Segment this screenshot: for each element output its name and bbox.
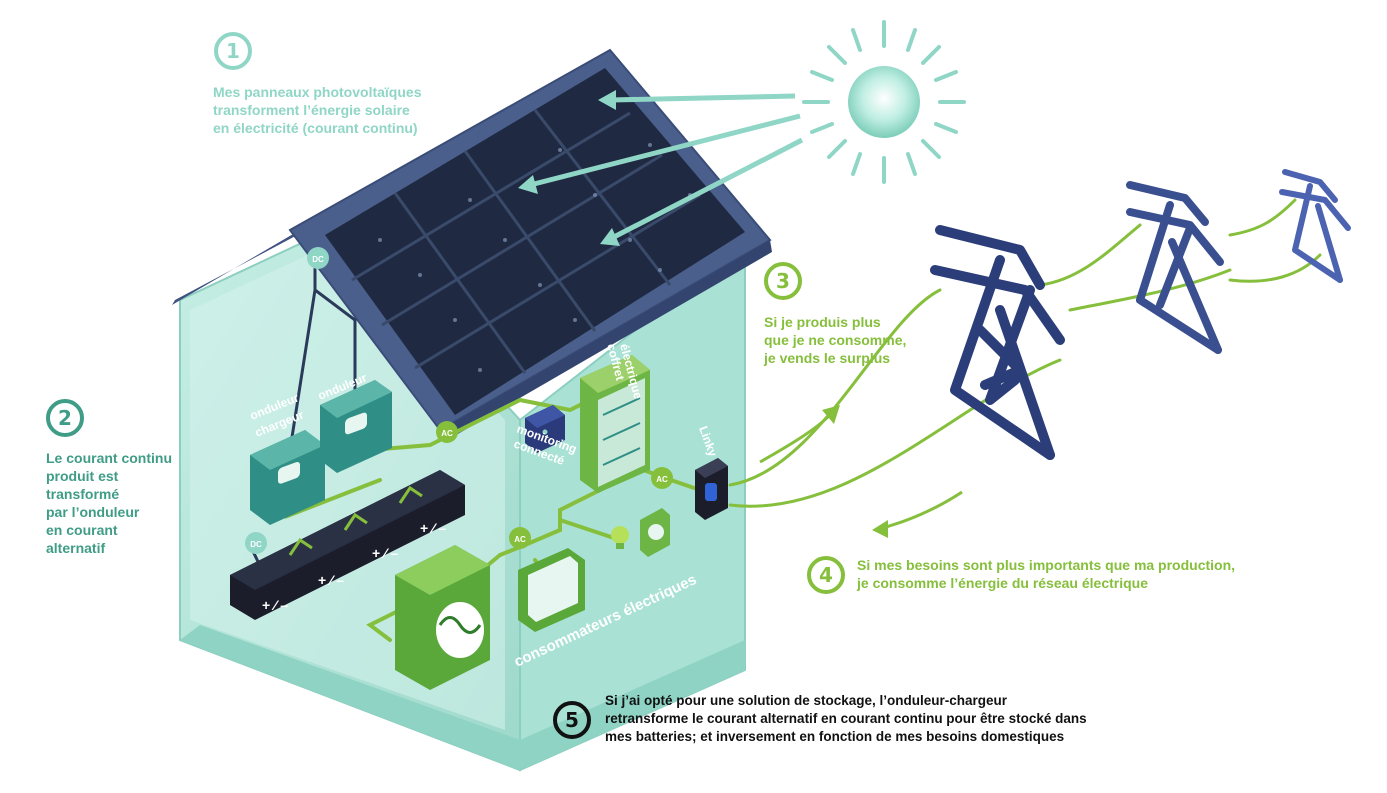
washing-machine — [395, 545, 490, 690]
step-2-text: Le courant continu produit est transform… — [46, 450, 172, 556]
power-pylon-near — [930, 225, 1065, 460]
step-5-badge: 5 — [553, 701, 591, 739]
light-bulb-icon — [611, 526, 629, 549]
svg-text:AC: AC — [514, 535, 526, 544]
ac-badge: AC — [509, 527, 531, 549]
battery-bank: + ⁄ – + ⁄ – + ⁄ – + ⁄ – — [230, 470, 465, 620]
step-2-badge: 2 — [46, 399, 84, 437]
step-4-text: Si mes besoins sont plus importants que … — [857, 557, 1236, 591]
svg-text:AC: AC — [656, 475, 668, 484]
step-3-badge: 3 — [764, 262, 802, 300]
grid-flow-arrows — [759, 405, 963, 538]
svg-text:DC: DC — [250, 540, 262, 549]
step-1-text: Mes panneaux photovoltaïques transformen… — [213, 84, 422, 136]
svg-text:DC: DC — [312, 255, 324, 264]
sun-icon — [802, 20, 966, 184]
monitoring-box — [525, 405, 565, 453]
svg-text:AC: AC — [441, 429, 453, 438]
step-1-badge: 1 — [214, 32, 252, 70]
svg-text:+ ⁄ –: + ⁄ – — [262, 597, 288, 613]
svg-text:+ ⁄ –: + ⁄ – — [318, 572, 344, 588]
television — [518, 548, 585, 632]
step-3-text: Si je produis plus que je ne consomme, j… — [764, 314, 907, 366]
step-5-text: Si j’ai opté pour une solution de stocka… — [605, 693, 1087, 744]
dc-badge: DC — [307, 247, 329, 269]
ac-badge: AC — [436, 421, 458, 443]
electrical-panel — [580, 355, 650, 493]
svg-text:+ ⁄ –: + ⁄ – — [372, 545, 398, 561]
inverter — [320, 380, 392, 473]
thermostat-icon — [640, 508, 670, 557]
inverter-charger — [250, 430, 325, 525]
linky-meter — [695, 458, 728, 520]
sunlight-arrows — [518, 90, 804, 246]
step-4-badge: 4 — [807, 556, 845, 594]
dc-badge: DC — [245, 532, 267, 554]
power-pylon-far — [1279, 169, 1351, 283]
power-pylon-middle — [1126, 181, 1224, 354]
svg-text:+ ⁄ –: + ⁄ – — [420, 520, 446, 536]
ac-badge: AC — [651, 467, 673, 489]
